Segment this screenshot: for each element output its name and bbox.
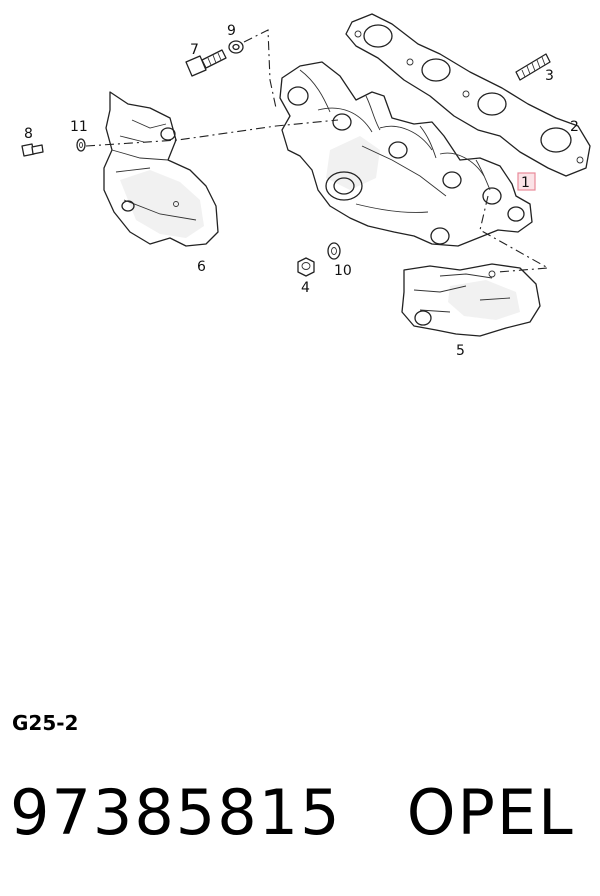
diagram-code: G25-2 xyxy=(12,711,79,735)
assembly-leader-lines xyxy=(85,29,550,273)
callout-4: 4 xyxy=(301,280,310,296)
exhaust-manifold-part-1[interactable] xyxy=(279,61,533,247)
gasket-part-2[interactable] xyxy=(345,13,591,177)
nut-part-4[interactable] xyxy=(297,257,315,277)
callout-1-highlight xyxy=(517,172,536,191)
washer-part-11[interactable] xyxy=(76,138,86,152)
washer-part-10[interactable] xyxy=(327,242,341,260)
washer-part-9[interactable] xyxy=(228,40,244,54)
heat-shield-part-5[interactable] xyxy=(401,263,541,337)
callout-7: 7 xyxy=(190,42,199,58)
callout-9: 9 xyxy=(227,23,236,39)
callout-6: 6 xyxy=(197,259,206,275)
callout-2: 2 xyxy=(570,119,579,135)
bolt-part-7[interactable] xyxy=(185,49,227,77)
stud-part-3[interactable] xyxy=(515,53,551,81)
callout-11: 11 xyxy=(70,119,88,135)
bolt-part-8[interactable] xyxy=(21,143,44,157)
brand-name: OPEL xyxy=(406,776,575,849)
callout-10: 10 xyxy=(334,263,352,279)
exploded-parts-diagram: 1 2 3 4 5 6 7 8 9 10 11 xyxy=(21,13,591,359)
callout-3: 3 xyxy=(545,68,554,84)
callout-8: 8 xyxy=(24,126,33,142)
callout-5: 5 xyxy=(456,343,465,359)
callout-1: 1 xyxy=(521,175,530,191)
part-number-line: 97385815 OPEL xyxy=(10,782,575,844)
part-number-gap xyxy=(342,776,407,849)
part-number: 97385815 xyxy=(10,776,342,849)
heat-shield-part-6[interactable] xyxy=(103,91,219,247)
